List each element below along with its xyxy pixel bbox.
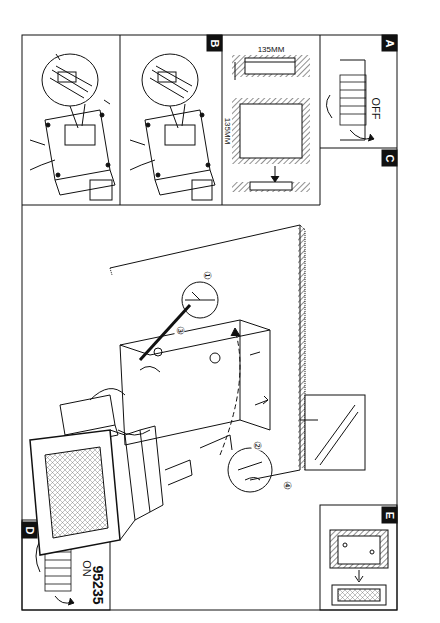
switch-label: OFF <box>370 96 381 120</box>
callout-number: ④ <box>281 480 291 491</box>
panel-letter: B <box>209 39 220 47</box>
callout-number: ② <box>251 440 261 451</box>
panel-letter: D <box>24 526 35 534</box>
callout-number: ③ <box>174 325 184 336</box>
sheet-frame <box>22 35 397 610</box>
dimension-label: 135MM <box>257 46 286 54</box>
panel-letter: A <box>384 39 395 47</box>
switch-label: ON <box>81 559 92 578</box>
switch-label: 95235 <box>91 565 105 606</box>
callout-number: ① <box>201 270 211 281</box>
panel-letter: C <box>384 154 395 162</box>
panel-letter: E <box>384 511 395 518</box>
dimension-label: 135MM <box>223 117 231 146</box>
